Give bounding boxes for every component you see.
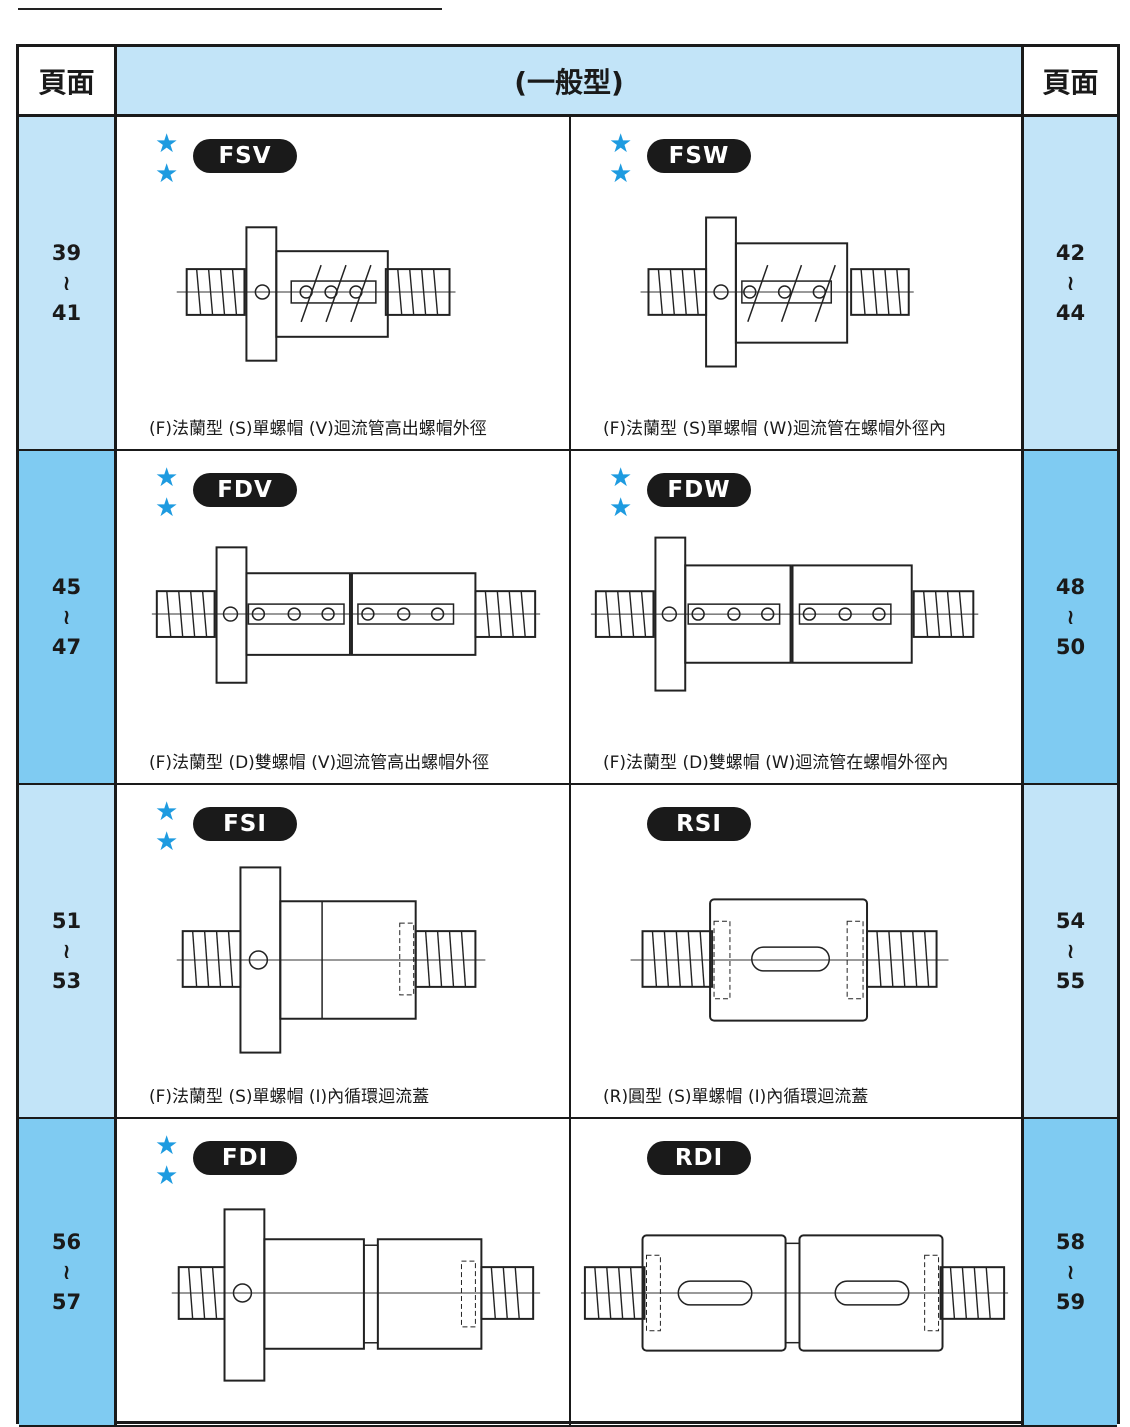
type-cell-fsv[interactable]: ★★ FSV (F)法蘭型 (S)單螺帽 (V)迴流管高出: [117, 117, 571, 451]
star-icon: ★: [155, 463, 179, 493]
fsv-drawing-svg: [176, 226, 456, 362]
rating-stars: ★★: [155, 129, 183, 189]
page-column-header-right: 頁面: [1024, 47, 1117, 117]
type-code-badge: FSV: [193, 139, 297, 173]
type-caption: (F)法蘭型 (S)單螺帽 (W)迴流管在螺帽外徑內: [603, 419, 946, 439]
fsw-drawing-svg: [640, 216, 914, 368]
rating-stars: ★★: [609, 463, 637, 523]
page-range-left: 56 ≀ 57: [19, 1119, 117, 1427]
type-cell-fdw[interactable]: ★★ FDW: [571, 451, 1024, 785]
ballscrew-drawing: [571, 855, 1021, 1065]
ballscrew-drawing: [117, 1189, 569, 1399]
rating-stars: ★★: [155, 1131, 183, 1191]
ballscrew-drawing: [117, 521, 569, 731]
type-code-badge: FDV: [193, 473, 297, 507]
ballscrew-drawing: [117, 187, 569, 397]
type-cell-fdi[interactable]: ★★ FDI: [117, 1119, 571, 1427]
page-range-right: 58 ≀ 59: [1024, 1119, 1117, 1427]
type-caption: (F)法蘭型 (S)單螺帽 (I)內循環迴流蓋: [149, 1087, 430, 1107]
ballscrew-drawing: [571, 1189, 1021, 1399]
type-caption: (F)法蘭型 (D)雙螺帽 (W)迴流管在螺帽外徑內: [603, 753, 949, 773]
rsi-drawing-svg: [630, 898, 949, 1022]
type-header-title: (一般型): [117, 47, 1024, 117]
page-range-right: 48 ≀ 50: [1024, 451, 1117, 785]
type-code-badge: FDW: [647, 473, 751, 507]
rating-stars: ★★: [155, 463, 183, 523]
type-code-badge: FSI: [193, 807, 297, 841]
star-icon: ★: [155, 797, 179, 827]
page-range-left: 39 ≀ 41: [19, 117, 117, 451]
ballscrew-drawing: [117, 855, 569, 1065]
star-icon: ★: [155, 129, 179, 159]
ballscrew-type-table: 頁面 (一般型) 頁面 39 ≀ 41 ★★ FSV: [16, 44, 1120, 1427]
type-code-badge: FDI: [193, 1141, 297, 1175]
star-icon: ★: [155, 1161, 179, 1191]
star-icon: ★: [609, 159, 633, 189]
type-code-badge: FSW: [647, 139, 751, 173]
star-icon: ★: [609, 493, 633, 523]
rdi-drawing-svg: [580, 1234, 1009, 1352]
ballscrew-drawing: [571, 187, 1021, 397]
fdw-drawing-svg: [590, 536, 979, 692]
page-range-left: 45 ≀ 47: [19, 451, 117, 785]
star-icon: ★: [609, 463, 633, 493]
star-icon: ★: [609, 129, 633, 159]
type-caption: (F)法蘭型 (S)單螺帽 (V)迴流管高出螺帽外徑: [149, 419, 487, 439]
type-cell-fsw[interactable]: ★★ FSW (F)法蘭型 (S)單螺帽 (W)迴流管在螺: [571, 117, 1024, 451]
page-column-header-left: 頁面: [19, 47, 117, 117]
type-cell-rsi[interactable]: RSI (R)圓型 (S)單螺帽 (I)內循環迴流蓋: [571, 785, 1024, 1119]
type-caption: (F)法蘭型 (D)雙螺帽 (V)迴流管高出螺帽外徑: [149, 753, 490, 773]
type-code-badge: RSI: [647, 807, 751, 841]
ballscrew-drawing: [571, 521, 1021, 731]
page-range-right: 42 ≀ 44: [1024, 117, 1117, 451]
type-cell-fsi[interactable]: ★★ FSI (F)法蘭型 (S)單螺帽 (I)內循環迴流蓋: [117, 785, 571, 1119]
page-range-left: 51 ≀ 53: [19, 785, 117, 1119]
type-code-badge: RDI: [647, 1141, 751, 1175]
rating-stars: ★★: [155, 797, 183, 857]
type-cell-fdv[interactable]: ★★ FDV: [117, 451, 571, 785]
type-caption: (R)圓型 (S)單螺帽 (I)內循環迴流蓋: [603, 1087, 869, 1107]
fdi-drawing-svg: [171, 1208, 541, 1382]
top-rule: [18, 8, 442, 10]
fsi-drawing-svg: [176, 866, 486, 1054]
star-icon: ★: [155, 159, 179, 189]
rating-stars: ★★: [609, 129, 637, 189]
star-icon: ★: [155, 1131, 179, 1161]
star-icon: ★: [155, 493, 179, 523]
page-range-right: 54 ≀ 55: [1024, 785, 1117, 1119]
star-icon: ★: [155, 827, 179, 857]
type-cell-rdi[interactable]: RDI: [571, 1119, 1024, 1427]
fdv-drawing-svg: [151, 546, 541, 684]
